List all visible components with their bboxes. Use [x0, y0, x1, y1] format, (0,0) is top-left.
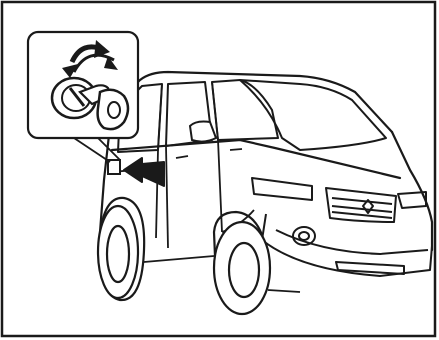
van-front: [252, 178, 432, 276]
pointer-arrow-icon: [124, 158, 164, 186]
van-wheels: [98, 198, 270, 314]
callout-leader: [74, 138, 110, 162]
key-callout: [28, 32, 138, 162]
side-mirror: [190, 122, 216, 142]
